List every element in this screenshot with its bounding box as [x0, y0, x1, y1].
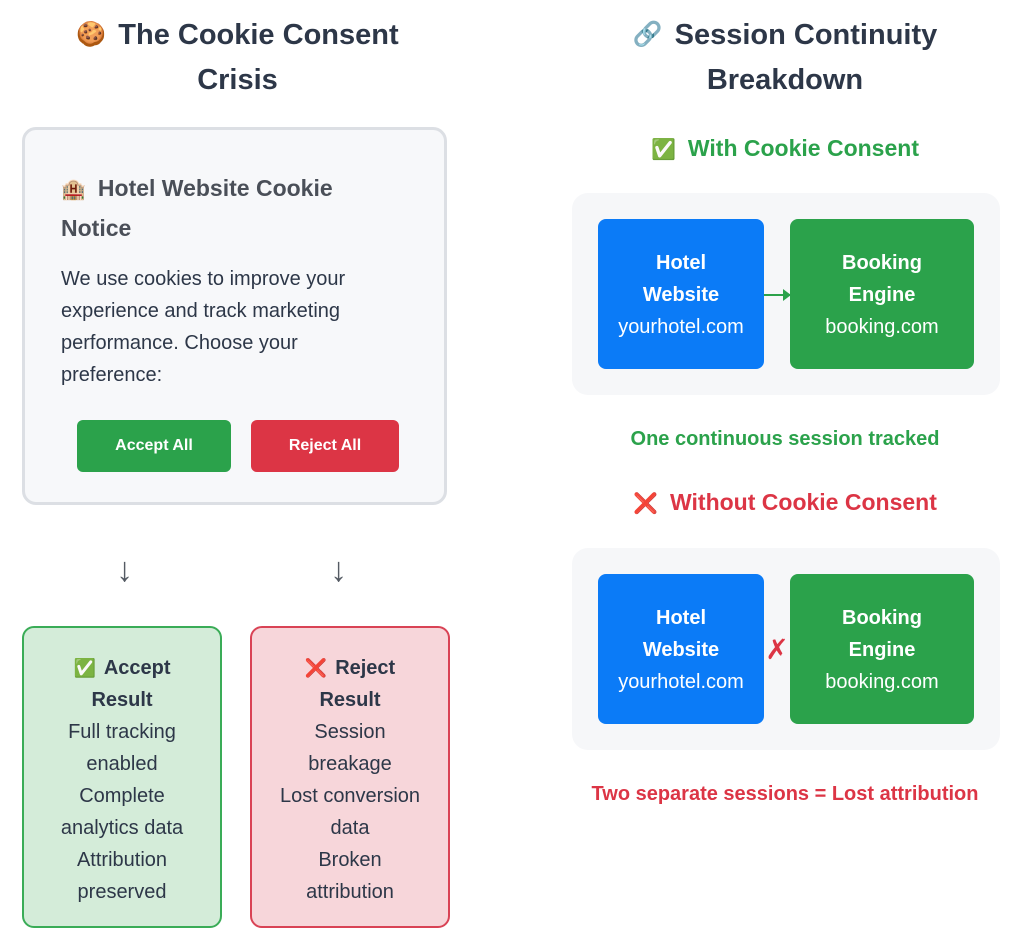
without-consent-flow: Hotel Website yourhotel.com ✗ Booking En… — [572, 548, 1000, 750]
accept-result-line: Complete — [79, 785, 165, 807]
cookie-crisis-heading: 🍪 The Cookie Consent Crisis — [40, 12, 435, 103]
with-consent-heading: ✅ With Cookie Consent — [570, 130, 1000, 168]
box-name-line: Engine — [848, 284, 916, 306]
box-domain: booking.com — [825, 671, 939, 693]
accept-result-card: ✅ Accept Result Full tracking enabled Com… — [22, 626, 222, 928]
reject-result-line: Broken — [318, 849, 382, 871]
heading-line-2: Breakdown — [706, 64, 864, 96]
check-icon: ✅ — [73, 658, 96, 678]
reject-all-button[interactable]: Reject All — [251, 420, 399, 472]
notice-text: We use cookies to improve your experienc… — [61, 268, 346, 386]
cross-icon: ❌ — [633, 493, 659, 515]
accept-result-title-line-1: Accept — [103, 657, 171, 679]
heading-line-2: Crisis — [197, 64, 278, 96]
accept-all-button[interactable]: Accept All — [77, 420, 231, 472]
notice-title: 🏨Hotel Website Cookie Notice — [61, 169, 401, 247]
broken-link-icon: ✗ — [765, 634, 789, 665]
accept-result-line: analytics data — [60, 817, 184, 839]
box-name-line: Booking — [842, 607, 922, 629]
accept-result-line: Attribution — [76, 849, 168, 871]
accept-result-title-line-2: Result — [91, 689, 153, 711]
reject-result-line: breakage — [308, 753, 392, 775]
accept-result-line: enabled — [86, 753, 158, 775]
reject-result-title: ❌ Reject — [252, 652, 448, 684]
arrow-down-icon-reject: ↓ — [330, 551, 347, 589]
cookie-icon: 🍪 — [76, 21, 107, 48]
accept-result-line: Full tracking — [68, 721, 176, 743]
cross-icon: ❌ — [304, 658, 328, 678]
booking-engine-box: Booking Engine booking.com — [790, 574, 974, 724]
box-name-line: Website — [642, 284, 720, 306]
cookie-notice-card: 🏨Hotel Website Cookie Notice We use cook… — [22, 127, 447, 505]
reject-result-title-line-2: Result — [319, 689, 381, 711]
box-name-line: Engine — [848, 639, 916, 661]
box-name-line: Hotel — [656, 607, 706, 629]
with-consent-title: With Cookie Consent — [687, 135, 919, 161]
check-icon: ✅ — [651, 139, 676, 161]
box-domain: yourhotel.com — [618, 671, 744, 693]
with-consent-flow: Hotel Website yourhotel.com Booking Engi… — [572, 193, 1000, 395]
session-continuity-heading: 🔗 Session Continuity Breakdown — [580, 12, 990, 103]
reject-result-card: ❌ Reject Result Session breakage Lost con… — [250, 626, 450, 928]
without-consent-caption: Two separate sessions = Lost attribution — [591, 783, 979, 805]
box-name-line: Hotel — [656, 252, 706, 274]
without-consent-title: Without Cookie Consent — [670, 489, 937, 515]
box-domain: yourhotel.com — [618, 316, 744, 338]
box-domain: booking.com — [825, 316, 939, 338]
heading-line-1: Session Continuity — [674, 19, 938, 51]
hotel-icon: 🏨 — [61, 179, 86, 201]
accept-result-line: preserved — [77, 881, 167, 903]
notice-title-text: Hotel Website Cookie Notice — [61, 175, 333, 241]
hotel-website-box: Hotel Website yourhotel.com — [598, 574, 764, 724]
reject-result-line: Session — [314, 721, 386, 743]
box-name-line: Booking — [842, 252, 922, 274]
reject-result-title-line-1: Reject — [335, 657, 396, 679]
booking-engine-box: Booking Engine booking.com — [790, 219, 974, 369]
hotel-website-box: Hotel Website yourhotel.com — [598, 219, 764, 369]
without-consent-heading: ❌ Without Cookie Consent — [570, 484, 1000, 522]
reject-result-line: Lost conversion — [279, 785, 421, 807]
accept-result-title: ✅ Accept — [24, 652, 220, 684]
box-name-line: Website — [642, 639, 720, 661]
reject-result-line: attribution — [306, 881, 394, 903]
arrow-down-icon-accept: ↓ — [116, 551, 133, 589]
arrow-right-icon — [764, 289, 791, 301]
with-consent-caption: One continuous session tracked — [630, 428, 940, 450]
heading-line-1: The Cookie Consent — [118, 19, 399, 51]
reject-result-line: data — [330, 817, 370, 839]
link-icon: 🔗 — [632, 21, 663, 48]
